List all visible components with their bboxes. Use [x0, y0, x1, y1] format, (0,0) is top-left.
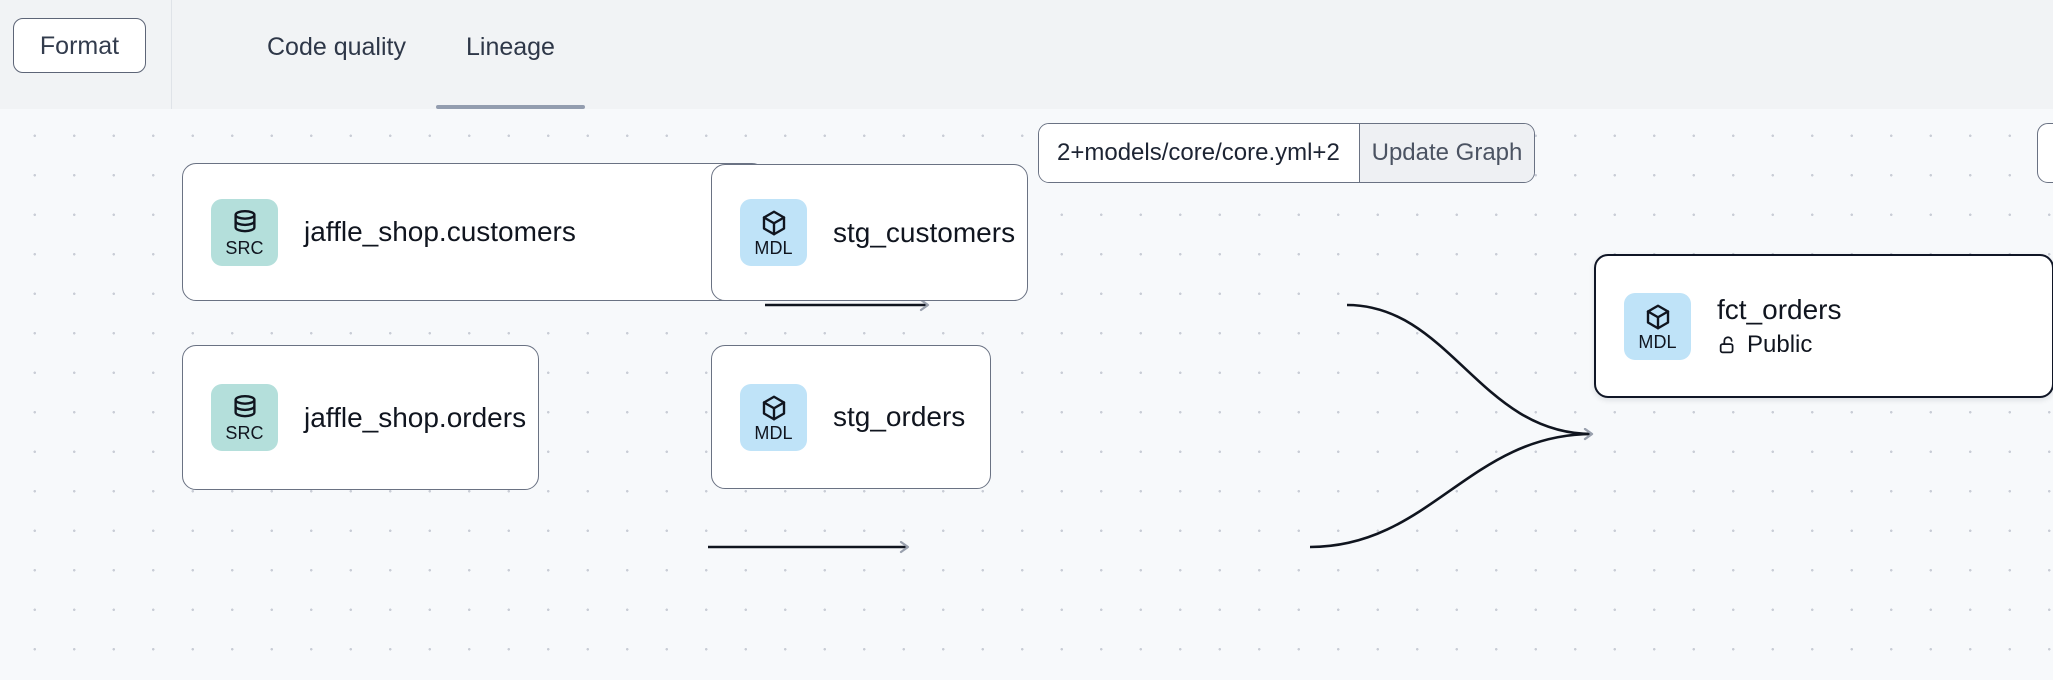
node-body: stg_orders: [833, 400, 965, 434]
lineage-canvas[interactable]: SRC jaffle_shop.customers SRC jaffle_sho…: [0, 109, 2053, 680]
graph-selector: Update Graph: [1038, 123, 1535, 183]
editor-toolbar: Format Code quality Lineage: [0, 0, 2053, 109]
node-body: jaffle_shop.orders: [304, 401, 526, 435]
node-access-row: Public: [1717, 331, 1842, 359]
badge-src: SRC: [211, 198, 278, 266]
unlock-icon: [1719, 336, 1734, 354]
badge-mdl: MDL: [740, 383, 807, 451]
node-title: jaffle_shop.customers: [304, 216, 576, 247]
edge-stg-customers-to-fct-orders: [1346, 303, 1592, 434]
node-body: fct_orders Public: [1717, 293, 1842, 359]
edge-stg-orders-to-fct-orders: [1309, 434, 1592, 549]
lineage-node-stg-customers[interactable]: MDL stg_customers: [711, 164, 1028, 301]
badge-mdl-label: MDL: [1638, 331, 1677, 352]
node-body: stg_customers: [833, 216, 1015, 250]
node-body: jaffle_shop.customers: [304, 215, 576, 249]
toolbar-left-group: Format: [0, 0, 172, 109]
badge-src: SRC: [211, 384, 278, 451]
badge-mdl-label: MDL: [754, 238, 793, 258]
graph-toolbar-button[interactable]: [2037, 123, 2053, 183]
graph-selector-input[interactable]: [1039, 124, 1359, 182]
badge-mdl: MDL: [1624, 292, 1691, 360]
badge-src-label: SRC: [225, 423, 264, 443]
update-graph-button[interactable]: Update Graph: [1359, 124, 1534, 182]
lineage-edges: [708, 109, 2053, 680]
tab-code-quality[interactable]: Code quality: [267, 33, 406, 61]
cube-icon: [762, 395, 785, 420]
node-title: stg_orders: [833, 401, 966, 432]
badge-mdl-label: MDL: [754, 422, 793, 443]
badge-mdl: MDL: [740, 199, 807, 266]
node-title: fct_orders: [1717, 294, 1842, 325]
lineage-node-src-customers[interactable]: SRC jaffle_shop.customers: [182, 163, 766, 301]
badge-src-label: SRC: [225, 237, 264, 258]
node-title: stg_customers: [833, 216, 1016, 248]
cube-icon: [1646, 304, 1669, 329]
node-access-label: Public: [1747, 331, 1813, 358]
lineage-node-src-orders[interactable]: SRC jaffle_shop.orders: [182, 345, 539, 490]
database-icon: [233, 394, 256, 418]
database-icon: [233, 209, 256, 232]
cube-icon: [762, 210, 785, 236]
format-button[interactable]: Format: [13, 18, 146, 73]
node-title: jaffle_shop.orders: [304, 401, 527, 433]
lineage-node-fct-orders[interactable]: MDL fct_orders Public: [1594, 254, 2053, 398]
lineage-node-stg-orders[interactable]: MDL stg_orders: [711, 345, 991, 489]
tab-lineage[interactable]: Lineage: [435, 0, 585, 109]
tab-bar: Code quality Lineage: [172, 0, 585, 109]
